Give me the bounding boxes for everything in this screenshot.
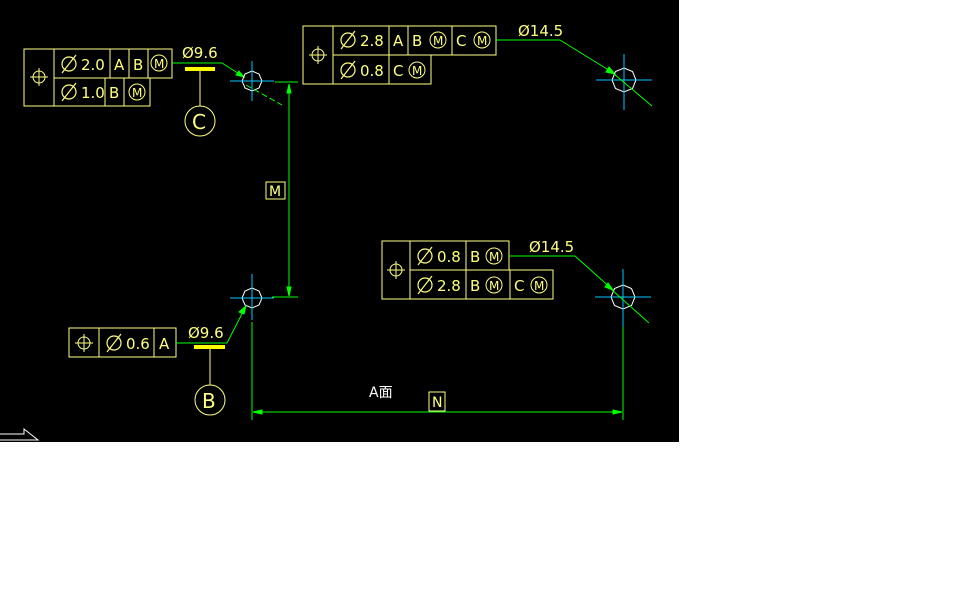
svg-text:M: M (477, 34, 487, 48)
leader-bottom-left (176, 304, 247, 344)
leader-mid-right (509, 255, 615, 292)
datum-ref: C (514, 277, 524, 295)
fcf-top-right[interactable] (302, 25, 497, 85)
mmc-circle-m-icon: M (485, 247, 503, 265)
datum-ref: C (393, 62, 403, 80)
mmc-circle-m-icon: M (128, 83, 146, 101)
diameter-symbol-icon (61, 82, 77, 102)
diameter-symbol-icon (340, 60, 356, 80)
hole-top-left[interactable] (230, 61, 283, 106)
datum-ref: B (470, 248, 480, 266)
hole-size-label: Ø14.5 (529, 238, 574, 256)
hole-top-right[interactable] (596, 54, 653, 110)
dimension-n-box (428, 391, 446, 412)
position-symbol-icon (29, 67, 49, 87)
datum-b-bar (194, 345, 225, 349)
svg-text:M: M (534, 279, 544, 293)
hole-mid-right[interactable] (595, 269, 651, 327)
mmc-circle-m-icon: M (150, 54, 168, 72)
datum-ref: A (114, 56, 125, 74)
tolerance-value: 0.8 (360, 62, 384, 80)
dimension-horizontal (251, 322, 624, 420)
leader-top-right (496, 39, 617, 75)
datum-ref: B (470, 277, 480, 295)
svg-text:M: M (154, 57, 164, 71)
svg-text:M: M (489, 250, 499, 264)
leader-top-left (172, 62, 246, 78)
datum-c-bar (185, 67, 215, 71)
tolerance-value: 2.8 (437, 277, 461, 295)
tolerance-value: 0.8 (437, 248, 461, 266)
datum-b-letter: B (202, 389, 216, 413)
datum-ref: B (109, 84, 119, 102)
svg-text:M: M (412, 64, 422, 78)
mmc-circle-m-icon: M (408, 61, 426, 79)
diameter-symbol-icon (340, 30, 356, 50)
hole-size-label: Ø14.5 (518, 22, 563, 40)
dimension-m-label: M (269, 184, 281, 200)
mmc-circle-m-icon: M (485, 276, 503, 294)
tolerance-value: 0.6 (126, 335, 150, 353)
mmc-circle-m-icon: M (429, 31, 447, 49)
dimension-vertical (272, 81, 298, 298)
hole-size-label: Ø9.6 (188, 324, 224, 342)
cad-viewport[interactable]: 2.0 A B M 1.0 B M Ø9.6 C 2.8 A (0, 0, 679, 442)
position-symbol-icon (308, 45, 328, 65)
hole-bottom-left[interactable] (230, 274, 274, 320)
face-label: A面 (369, 385, 393, 401)
svg-text:M: M (433, 34, 443, 48)
dimension-n-label: N (432, 395, 442, 411)
svg-text:M: M (489, 279, 499, 293)
diameter-symbol-icon (417, 246, 433, 266)
svg-text:M: M (132, 86, 142, 100)
diameter-symbol-icon (106, 333, 122, 353)
tolerance-value: 2.0 (81, 56, 105, 74)
drawing-svg: 2.0 A B M 1.0 B M Ø9.6 C 2.8 A (0, 22, 653, 441)
mmc-circle-m-icon: M (530, 276, 548, 294)
diameter-symbol-icon (417, 275, 433, 295)
hole-size-label: Ø9.6 (182, 44, 218, 62)
datum-ref: B (412, 32, 422, 50)
datum-c-letter: C (192, 110, 206, 134)
diameter-symbol-icon (61, 54, 77, 74)
fcf-mid-right[interactable] (381, 240, 554, 300)
datum-ref: A (393, 32, 404, 50)
datum-ref: B (133, 56, 143, 74)
position-symbol-icon (74, 333, 94, 353)
datum-ref: A (159, 335, 170, 353)
tolerance-value: 2.8 (360, 32, 384, 50)
position-symbol-icon (386, 260, 406, 280)
dimension-m-box (265, 181, 286, 200)
datum-ref: C (456, 32, 466, 50)
datum-b-bubble (194, 384, 226, 416)
mmc-circle-m-icon: M (473, 31, 491, 49)
datum-c-bubble (184, 105, 216, 137)
tolerance-value: 1.0 (81, 84, 105, 102)
ucs-icon (0, 427, 40, 441)
